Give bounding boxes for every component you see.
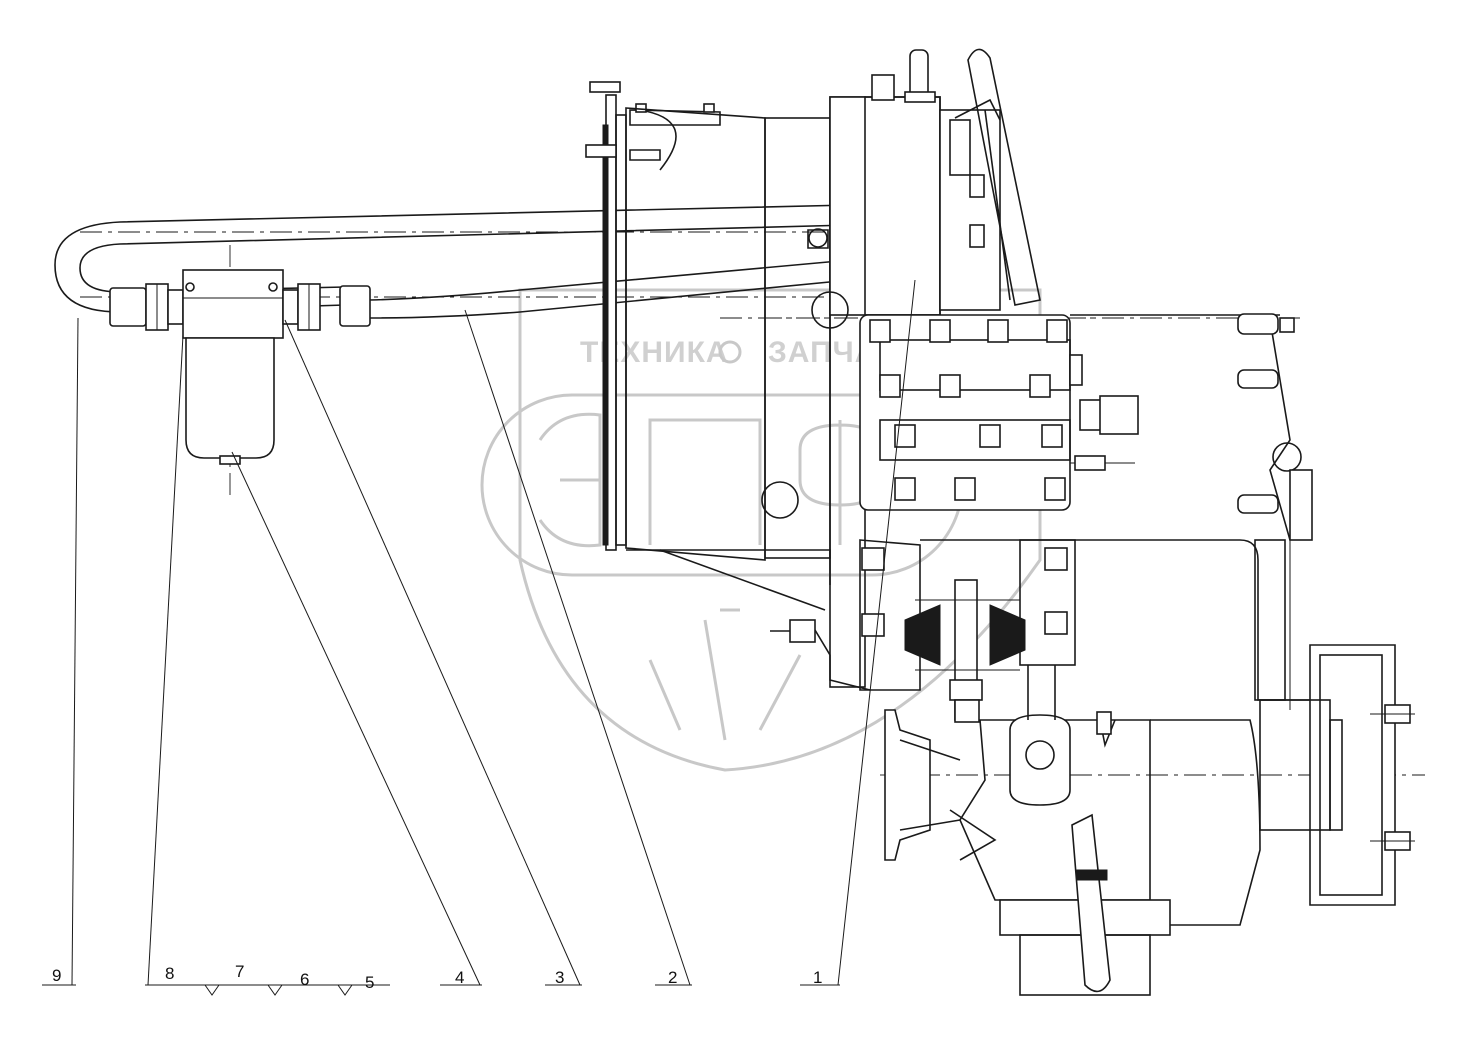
leader-2 [464, 309, 691, 986]
housing [625, 48, 1041, 688]
callout-9: 9 [52, 966, 61, 985]
leader-4 [231, 451, 481, 986]
oil-filter [109, 269, 371, 465]
logo-letter-e [538, 412, 602, 548]
linkage [1070, 313, 1313, 710]
control-valve [859, 314, 1139, 691]
leader-1 [837, 279, 916, 986]
watermark-left-word: ТЕХНИКА [580, 336, 729, 369]
logo-letter-p [648, 418, 762, 545]
filter-bowl [185, 337, 275, 459]
leader-lines [42, 279, 916, 996]
leader-9 [71, 317, 79, 986]
leader-8 [147, 334, 184, 986]
callout-8: 8 [165, 964, 174, 983]
gearbox-lower [770, 539, 1415, 996]
callout-5: 5 [365, 973, 374, 992]
leader-3 [284, 319, 581, 986]
filter-head [182, 269, 284, 339]
callout-4: 4 [455, 968, 464, 987]
callout-1: 1 [813, 968, 822, 987]
wheat-emblem [648, 608, 802, 741]
callout-7: 7 [235, 962, 244, 981]
gear-icon [718, 340, 742, 364]
callout-6: 6 [300, 970, 309, 989]
callout-3: 3 [555, 968, 564, 987]
callouts: 9 8 7 6 5 4 3 2 1 [52, 962, 822, 992]
callout-2: 2 [668, 968, 677, 987]
